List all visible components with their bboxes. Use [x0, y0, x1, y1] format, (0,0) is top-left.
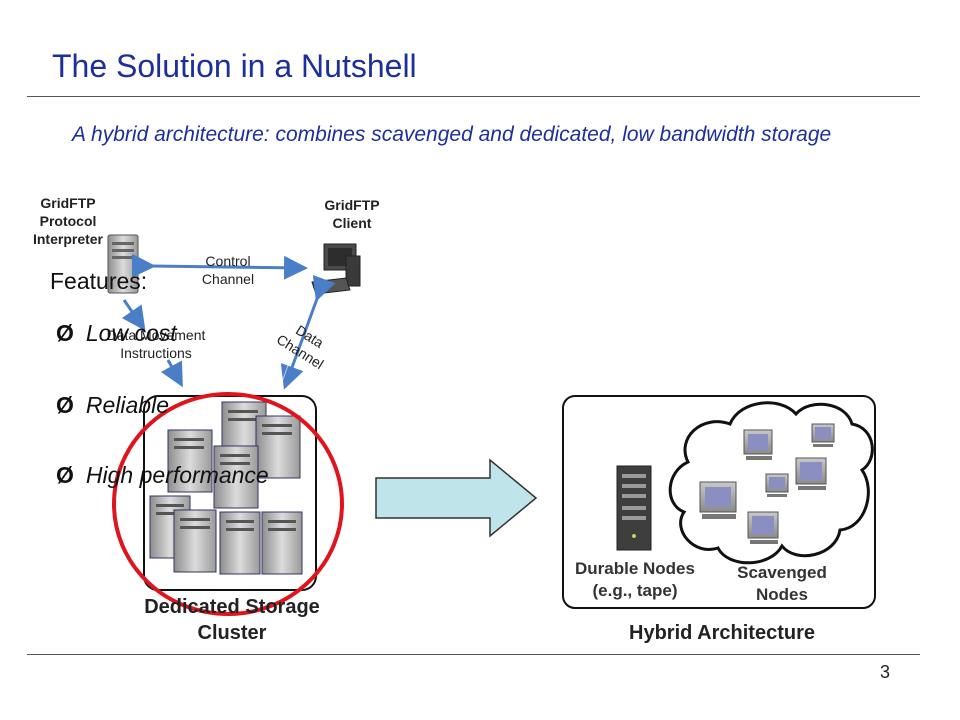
durable-tape-server-icon [616, 465, 652, 551]
bottom-divider [27, 654, 920, 655]
durable-nodes-label: Durable Nodes (e.g., tape) [575, 559, 695, 600]
instructions-arrow-lower [160, 359, 183, 388]
features-heading: Features: [50, 268, 148, 294]
feature-item: Ø Low cost [56, 320, 177, 347]
gridftp-client-label: GridFTP Client [324, 197, 380, 231]
transition-arrow-icon [375, 458, 538, 538]
storage-server-stack-icon [149, 401, 303, 575]
feature-item: Ø High performance [56, 462, 269, 489]
protocol-interpreter-label: GridFTP Protocol Interpreter [32, 195, 104, 247]
page-number: 3 [880, 662, 891, 682]
control-channel-arrow [131, 253, 308, 280]
scavenged-nodes-label: Scavenged Nodes [737, 563, 827, 604]
scavenged-workstation-icons [699, 423, 835, 544]
protocol-interpreter-server-icon [107, 234, 139, 294]
dedicated-cluster-caption: Dedicated Storage Cluster [144, 596, 320, 644]
data-movement-instructions-label: Data Movement Instructions [106, 327, 206, 361]
control-channel-label: Control Channel [201, 253, 255, 287]
top-divider [27, 96, 920, 97]
bullet-arrow-icon: Ø [56, 320, 74, 346]
highlight-circle [112, 392, 344, 616]
instructions-arrow-upper [121, 299, 146, 331]
slide-title: The Solution in a Nutshell [52, 48, 417, 84]
slide-subtitle: A hybrid architecture: combines scavenge… [72, 123, 832, 146]
data-channel-arrow [280, 274, 336, 390]
feature-label: Low cost [85, 320, 177, 346]
feature-label: Reliable [85, 392, 169, 418]
gridftp-client-computer-icon [311, 243, 361, 295]
feature-label: High performance [85, 462, 269, 488]
bullet-arrow-icon: Ø [56, 462, 74, 488]
feature-item: Ø Reliable [56, 392, 169, 419]
hybrid-architecture-caption: Hybrid Architecture [629, 622, 815, 644]
bullet-arrow-icon: Ø [56, 392, 74, 418]
